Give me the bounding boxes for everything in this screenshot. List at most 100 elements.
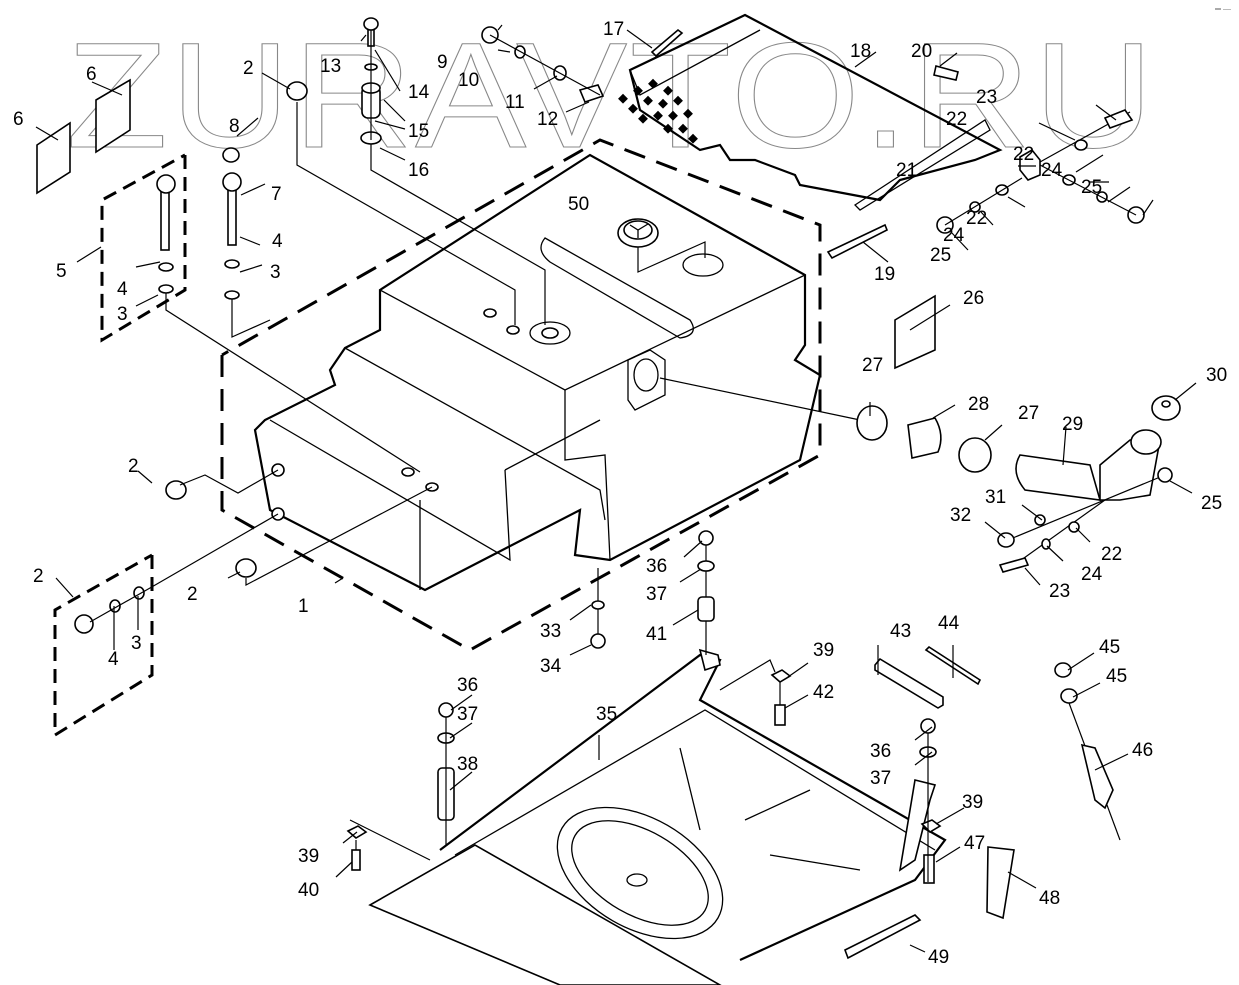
callout-14: 14 [408,82,430,103]
callout-25: 25 [1081,177,1102,198]
callout-25: 25 [930,245,951,266]
callout-3: 3 [270,262,281,283]
callout-44: 44 [938,613,960,634]
strip-19 [826,223,889,260]
callout-5: 5 [56,261,67,282]
fastener-stack-9-12 [481,26,605,103]
callout-8: 8 [229,116,240,137]
callout-36: 36 [870,741,891,762]
callout-30: 30 [1206,365,1227,386]
watermark-text: ZURAVTO.RU [66,11,1156,179]
callout-39: 39 [813,640,834,661]
callout-19: 19 [874,264,895,285]
callout-2: 2 [243,58,254,79]
callout-22: 22 [1013,144,1034,165]
hose-assembly [659,377,1181,501]
callout-36: 36 [646,556,667,577]
callout-13: 13 [320,56,341,77]
callout-9: 9 [437,52,448,73]
callout-17: 17 [603,19,624,40]
callout-18: 18 [850,41,871,62]
callout-2: 2 [128,456,139,477]
callout-37: 37 [457,704,478,725]
callout-43: 43 [890,621,911,642]
callout-31: 31 [985,487,1006,508]
callout-27: 27 [862,355,883,376]
left-plugs [53,469,433,738]
tank-assembly-boundary [220,138,822,652]
callout-24: 24 [1081,564,1103,585]
callout-47: 47 [964,833,985,854]
callout-50: 50 [568,194,589,215]
sender-bolt-7 [222,147,271,338]
callout-45: 45 [1106,666,1127,687]
callout-4: 4 [108,649,119,670]
callout-12: 12 [537,109,558,130]
sender-kit-boundary [100,153,187,343]
callout-22: 22 [1101,544,1122,565]
callout-7: 7 [271,184,282,205]
callout-42: 42 [813,682,834,703]
callout-labels: 1 2 2 2 2 3 3 3 4 4 4 5 6 6 7 8 9 10 11 … [13,19,1227,968]
callout-22: 22 [966,208,987,229]
callout-33: 33 [540,621,561,642]
callout-20: 20 [911,41,932,62]
callout-38: 38 [457,754,478,775]
callout-22: 22 [946,109,967,130]
strip-49 [843,914,922,960]
drain-fasteners [590,568,606,649]
callout-3: 3 [117,304,128,325]
neck-fasteners [997,467,1173,573]
tank-frame [368,648,947,985]
callout-41: 41 [646,624,667,645]
callout-37: 37 [870,768,891,789]
label-6b [95,78,131,154]
callout-32: 32 [950,505,971,526]
bar-43 [874,657,944,709]
callout-37: 37 [646,584,667,605]
strip-17 [650,28,684,58]
bracket-fasteners [936,109,1145,234]
callout-29: 29 [1062,414,1083,435]
corner-mark [1215,8,1231,10]
top-fasteners [286,17,546,325]
callout-39: 39 [298,846,319,867]
callout-39: 39 [962,792,983,813]
callout-28: 28 [968,394,989,415]
callout-6: 6 [86,64,97,85]
bolt-20 [933,65,959,81]
callout-2: 2 [187,584,198,605]
callout-6: 6 [13,109,24,130]
callout-16: 16 [408,160,429,181]
callout-23: 23 [976,87,997,108]
callout-48: 48 [1039,888,1060,909]
callout-40: 40 [298,880,319,901]
label-26 [894,294,936,370]
callout-21: 21 [896,160,917,181]
callout-15: 15 [408,121,429,142]
strap-46 [1054,662,1121,841]
callout-10: 10 [458,70,479,91]
callout-36: 36 [457,675,478,696]
label-6a [36,121,71,195]
callout-26: 26 [963,288,984,309]
callout-24: 24 [1041,160,1063,181]
frame-fasteners [346,530,942,884]
callout-25: 25 [1201,493,1222,514]
callout-23: 23 [1049,581,1070,602]
fuel-tank [253,153,822,592]
callout-2: 2 [33,566,44,587]
callout-3: 3 [131,633,142,654]
watermark: ZURAVTO.RU [66,11,1156,180]
callout-45: 45 [1099,637,1120,658]
callout-34: 34 [540,656,562,677]
callout-4: 4 [117,279,128,300]
callout-11: 11 [505,92,525,113]
callout-leaders [35,24,1197,953]
callout-4: 4 [272,231,283,252]
sender-bolt-kit5 [156,174,421,473]
callout-46: 46 [1132,740,1153,761]
callout-49: 49 [928,947,949,968]
